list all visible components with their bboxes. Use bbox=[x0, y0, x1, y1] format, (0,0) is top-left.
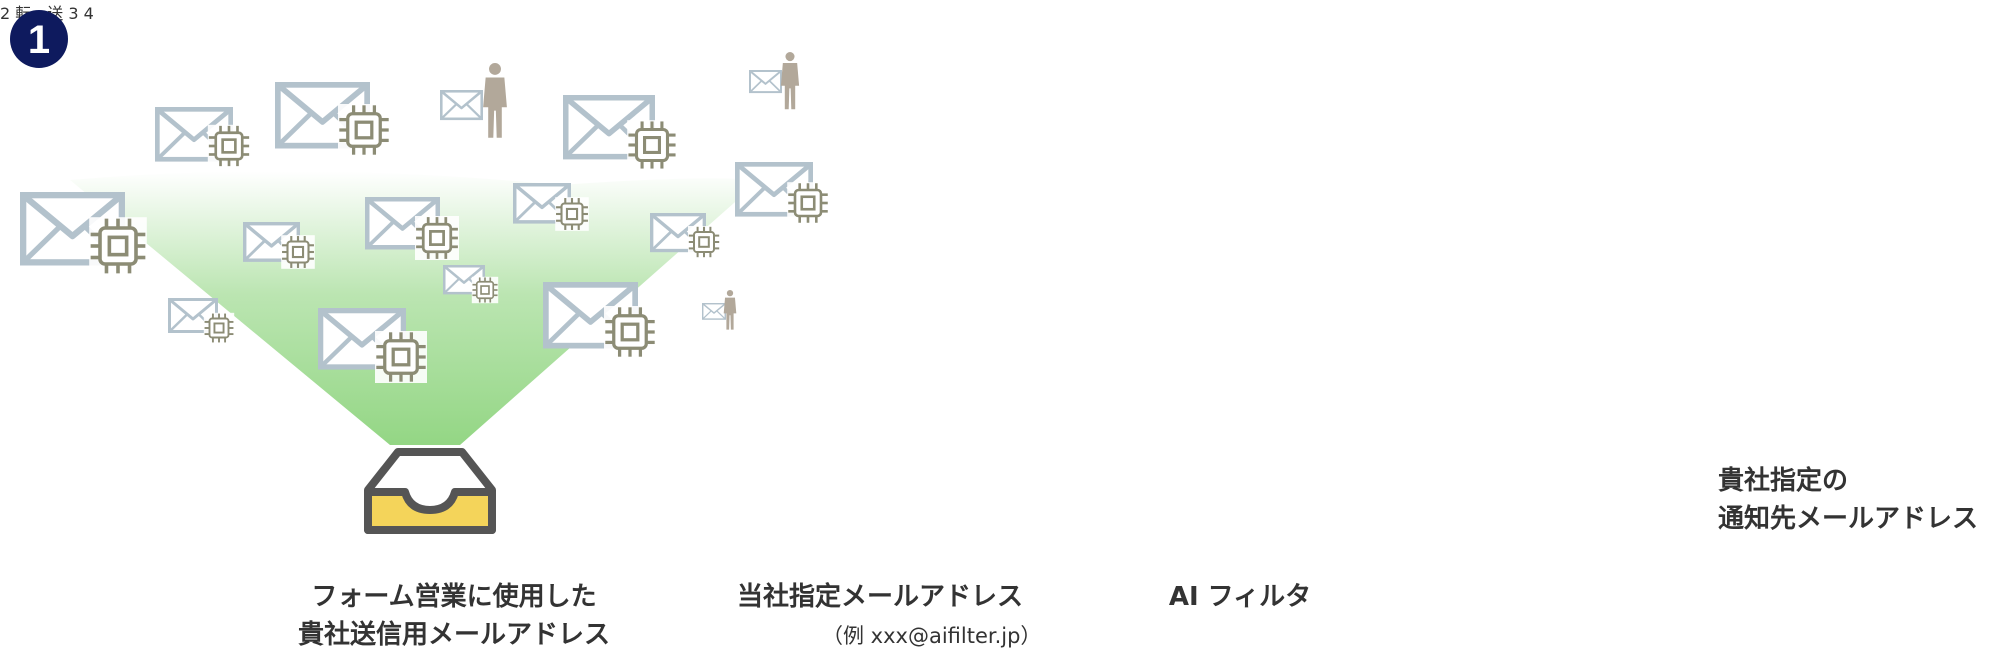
step-1-caption-line-2: 貴社送信用メールアドレス bbox=[297, 620, 610, 650]
person-icon bbox=[780, 52, 800, 110]
step-2-caption: 当社指定メールアドレス bbox=[700, 578, 1060, 616]
step-3-badge: 3 bbox=[68, 4, 83, 23]
chip-icon bbox=[87, 215, 149, 277]
chip-icon bbox=[554, 196, 590, 232]
chip-icon bbox=[785, 180, 831, 226]
chip-icon bbox=[602, 304, 658, 360]
person-icon bbox=[483, 63, 507, 138]
step-4-caption-line-1: 貴社指定の bbox=[1718, 466, 1849, 496]
chip-icon bbox=[625, 118, 679, 172]
chip-icon bbox=[686, 224, 722, 260]
step-4-caption: 貴社指定の 通知先メールアドレス bbox=[1718, 462, 1988, 538]
step-1-caption-line-1: フォーム営業に使用した bbox=[311, 582, 597, 612]
envelope-icon bbox=[440, 90, 483, 121]
chip-icon bbox=[373, 329, 429, 385]
chip-icon bbox=[413, 214, 461, 262]
chip-icon bbox=[202, 311, 236, 345]
step-1-number: 1 bbox=[28, 18, 50, 62]
step-1: 1 bbox=[10, 10, 831, 534]
step-2-caption-line-1: 当社指定メールアドレス bbox=[736, 582, 1023, 612]
step-3-caption-line-1: AI フィルタ bbox=[1168, 582, 1312, 612]
step-4-number: 4 bbox=[83, 4, 94, 23]
step-3: 3 bbox=[68, 4, 83, 23]
envelope-icon bbox=[701, 303, 727, 320]
funnel-beam bbox=[70, 171, 760, 445]
step-3-caption: AI フィルタ bbox=[1140, 578, 1340, 616]
step-1-badge: 1 bbox=[10, 10, 68, 68]
person-icon bbox=[723, 290, 737, 330]
step-2-number: 2 bbox=[0, 4, 11, 23]
step-2-badge: 2 bbox=[0, 4, 15, 23]
inbox-tray-icon bbox=[364, 448, 496, 534]
step-1-caption: フォーム営業に使用した 貴社送信用メールアドレス bbox=[238, 578, 670, 654]
step-3-number: 3 bbox=[68, 4, 79, 23]
envelope-icon bbox=[748, 69, 783, 94]
chip-icon bbox=[470, 275, 500, 305]
step-2-example-note: （例 xxx@aifilter.jp） bbox=[822, 624, 1042, 648]
step-4-caption-line-2: 通知先メールアドレス bbox=[1718, 504, 1979, 534]
chip-icon bbox=[336, 102, 392, 158]
step-4-badge: 4 bbox=[84, 4, 94, 23]
step-4: 4 bbox=[84, 4, 94, 23]
chip-icon bbox=[280, 234, 316, 270]
chip-icon bbox=[206, 123, 252, 169]
